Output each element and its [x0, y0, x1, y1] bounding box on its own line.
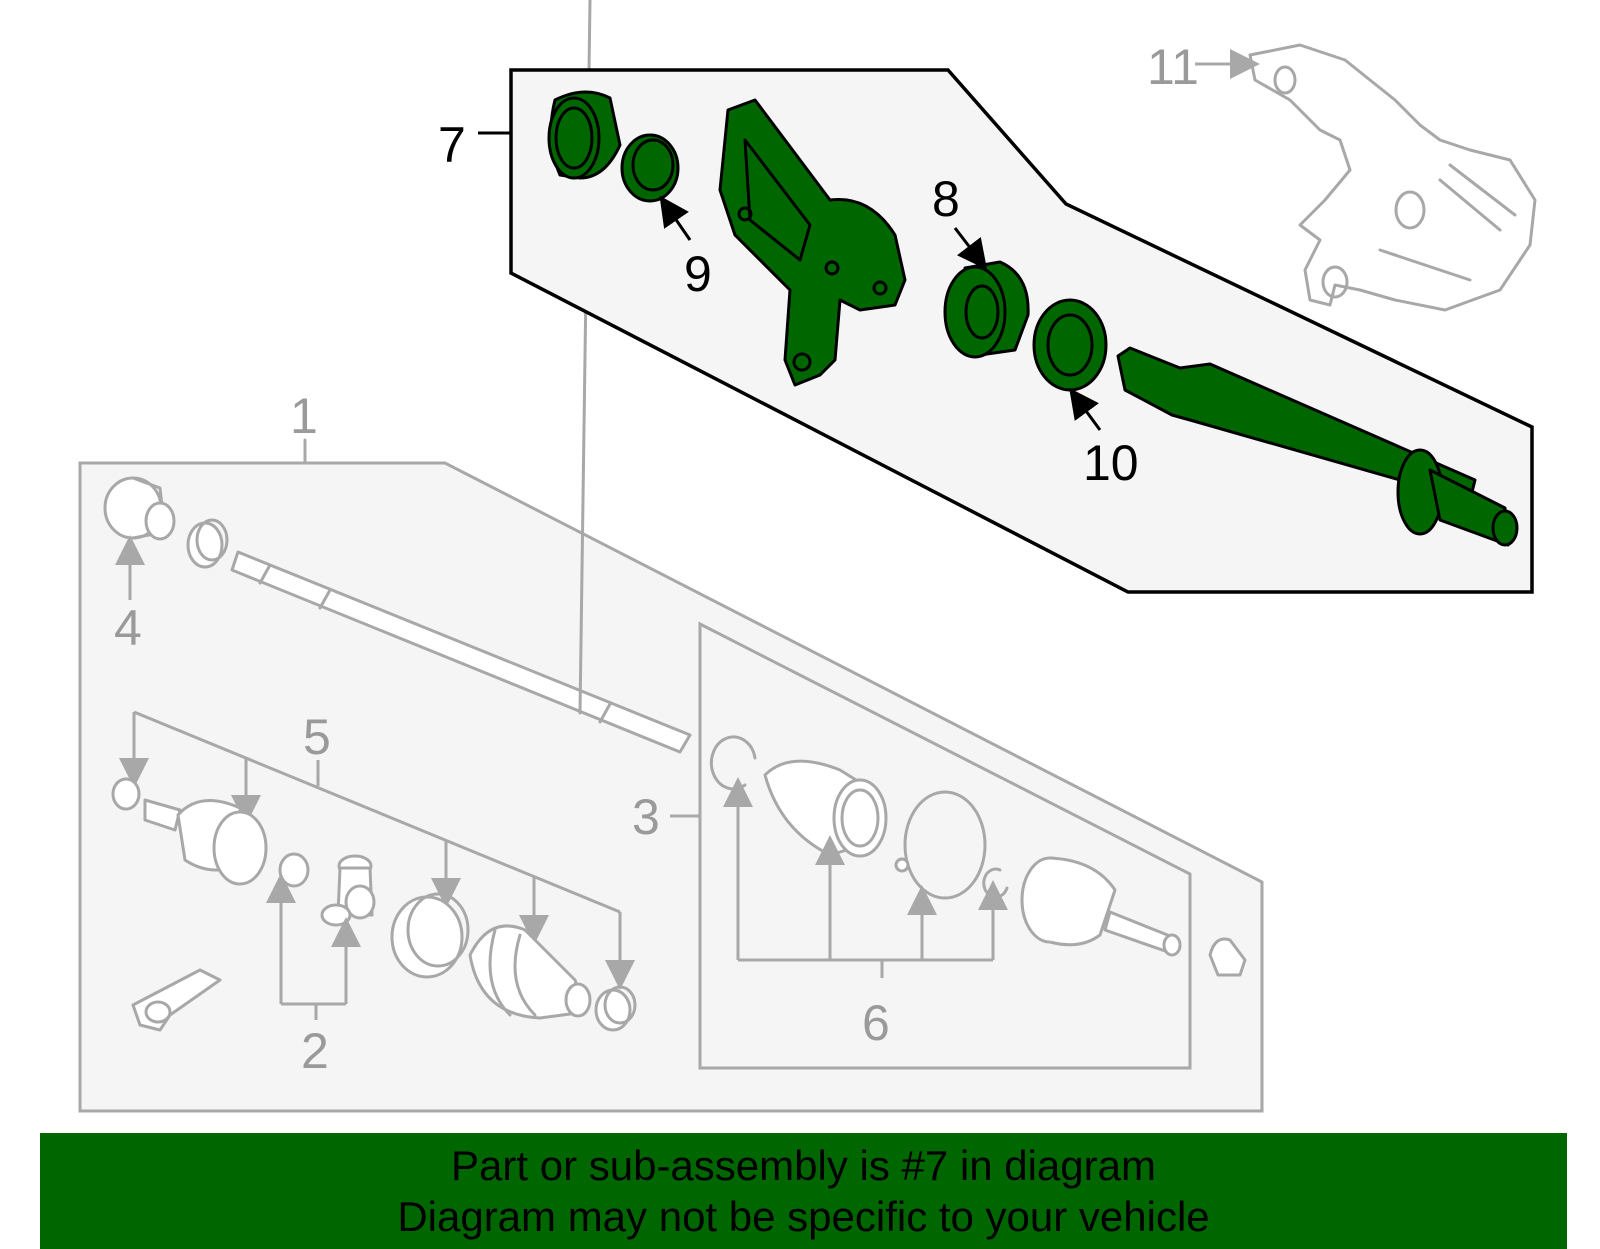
retainer-10[interactable] — [1032, 298, 1108, 392]
inner-cv-joint[interactable] — [763, 759, 888, 858]
banner-line-2: Diagram may not be specific to your vehi… — [397, 1193, 1210, 1240]
intermediate-shaft[interactable] — [1116, 346, 1519, 547]
transmission-housing-11[interactable] — [1248, 43, 1537, 312]
callout-3: 3 — [632, 789, 660, 845]
bearing-8[interactable] — [943, 260, 1030, 359]
callout-8: 8 — [932, 171, 960, 227]
washer-2[interactable] — [278, 852, 310, 888]
dynamic-damper[interactable] — [131, 968, 222, 1032]
boot-5[interactable] — [468, 924, 592, 1020]
banner-line-1: Part or sub-assembly is #7 in diagram — [451, 1142, 1156, 1189]
tripod-joint[interactable] — [320, 854, 376, 927]
boot-clamp-large[interactable] — [390, 892, 470, 979]
clamp-upper[interactable] — [186, 518, 229, 569]
outer-cv-joint[interactable] — [143, 798, 268, 886]
snap-ring-5[interactable] — [111, 777, 141, 811]
notice-banner: Part or sub-assembly is #7 in diagram Di… — [40, 1133, 1567, 1249]
dust-cap[interactable] — [1208, 937, 1247, 977]
callout-9: 9 — [684, 246, 712, 302]
outer-joint-3[interactable] — [1020, 856, 1182, 957]
banner-background — [40, 1133, 1567, 1249]
callout-7: 7 — [438, 117, 466, 173]
callout-5: 5 — [303, 709, 331, 765]
bearing-support-bracket[interactable] — [718, 98, 907, 387]
callout-10: 10 — [1083, 435, 1139, 491]
callout-4: 4 — [114, 600, 142, 656]
callout-11: 11 — [1147, 39, 1199, 95]
assembly-3-frame — [698, 621, 1192, 1070]
callout-2: 2 — [301, 1023, 329, 1079]
callout-6: 6 — [862, 995, 890, 1051]
seal-outer[interactable] — [547, 90, 622, 180]
seal-9[interactable] — [620, 133, 680, 203]
boot-band[interactable] — [894, 790, 987, 900]
boot-part-4[interactable] — [103, 476, 176, 541]
clamp-small-5[interactable] — [594, 985, 637, 1032]
callout-1: 1 — [290, 388, 318, 444]
